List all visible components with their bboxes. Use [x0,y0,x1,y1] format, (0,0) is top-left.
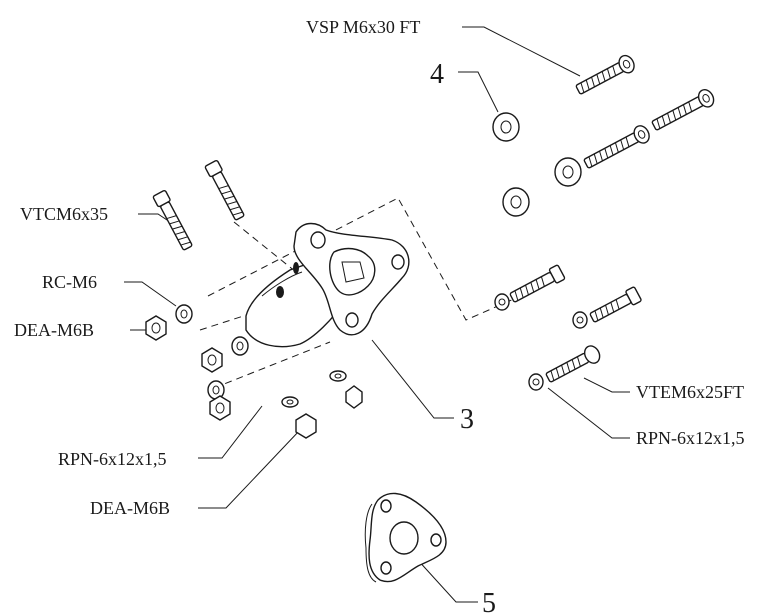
flange-part-5 [364,492,447,583]
bolt-mid-right [509,264,566,303]
bracket-part-3 [245,222,410,348]
bolt-mid-far-right [589,286,642,323]
washer-bottom-flat-1 [329,370,347,382]
callout-labels: VSP M6x30 FT 4 VTCM6x35 RC-M6 DEA-M6B 3 … [14,17,745,616]
washer-small-1 [494,293,510,311]
leader-lines [124,26,630,603]
nut-bottom-right [345,385,363,409]
label-vsp-bolt: VSP M6x30 FT [306,17,420,37]
washer-4-mid [502,187,530,217]
washer-right-large [554,157,582,187]
label-part-4: 4 [430,59,444,90]
washer-left-mid [231,336,249,356]
label-dea-nut-left: DEA-M6B [14,320,94,340]
washer-4-top [492,112,520,142]
label-rpn-washer-bottom: RPN-6x12x1,5 [58,449,167,469]
bolt-right-top [651,89,715,131]
bolt-vtcm-right [204,159,245,221]
nut-bottom-left [295,413,317,439]
bolt-vsp-top [575,54,635,95]
washer-rc-left [175,304,193,324]
label-rpn-washer-right: RPN-6x12x1,5 [636,428,745,448]
label-vtcm-bolt: VTCM6x35 [20,204,108,224]
label-rc-washer: RC-M6 [42,272,97,292]
bolt-vtem [545,345,601,383]
label-part-3: 3 [460,404,474,435]
label-part-5: 5 [482,588,496,616]
washer-small-3 [528,373,544,391]
label-dea-nut-bottom: DEA-M6B [90,498,170,518]
nut-left-lower [209,395,231,421]
nut-left-mid [201,347,223,373]
washer-small-2 [572,311,588,329]
label-vtem-bolt: VTEM6x25FT [636,382,744,402]
bolt-vtcm-left [152,189,193,251]
bolt-right-upper [583,125,650,169]
washer-bottom-flat-2 [281,396,299,408]
nut-dea-left [145,315,167,341]
